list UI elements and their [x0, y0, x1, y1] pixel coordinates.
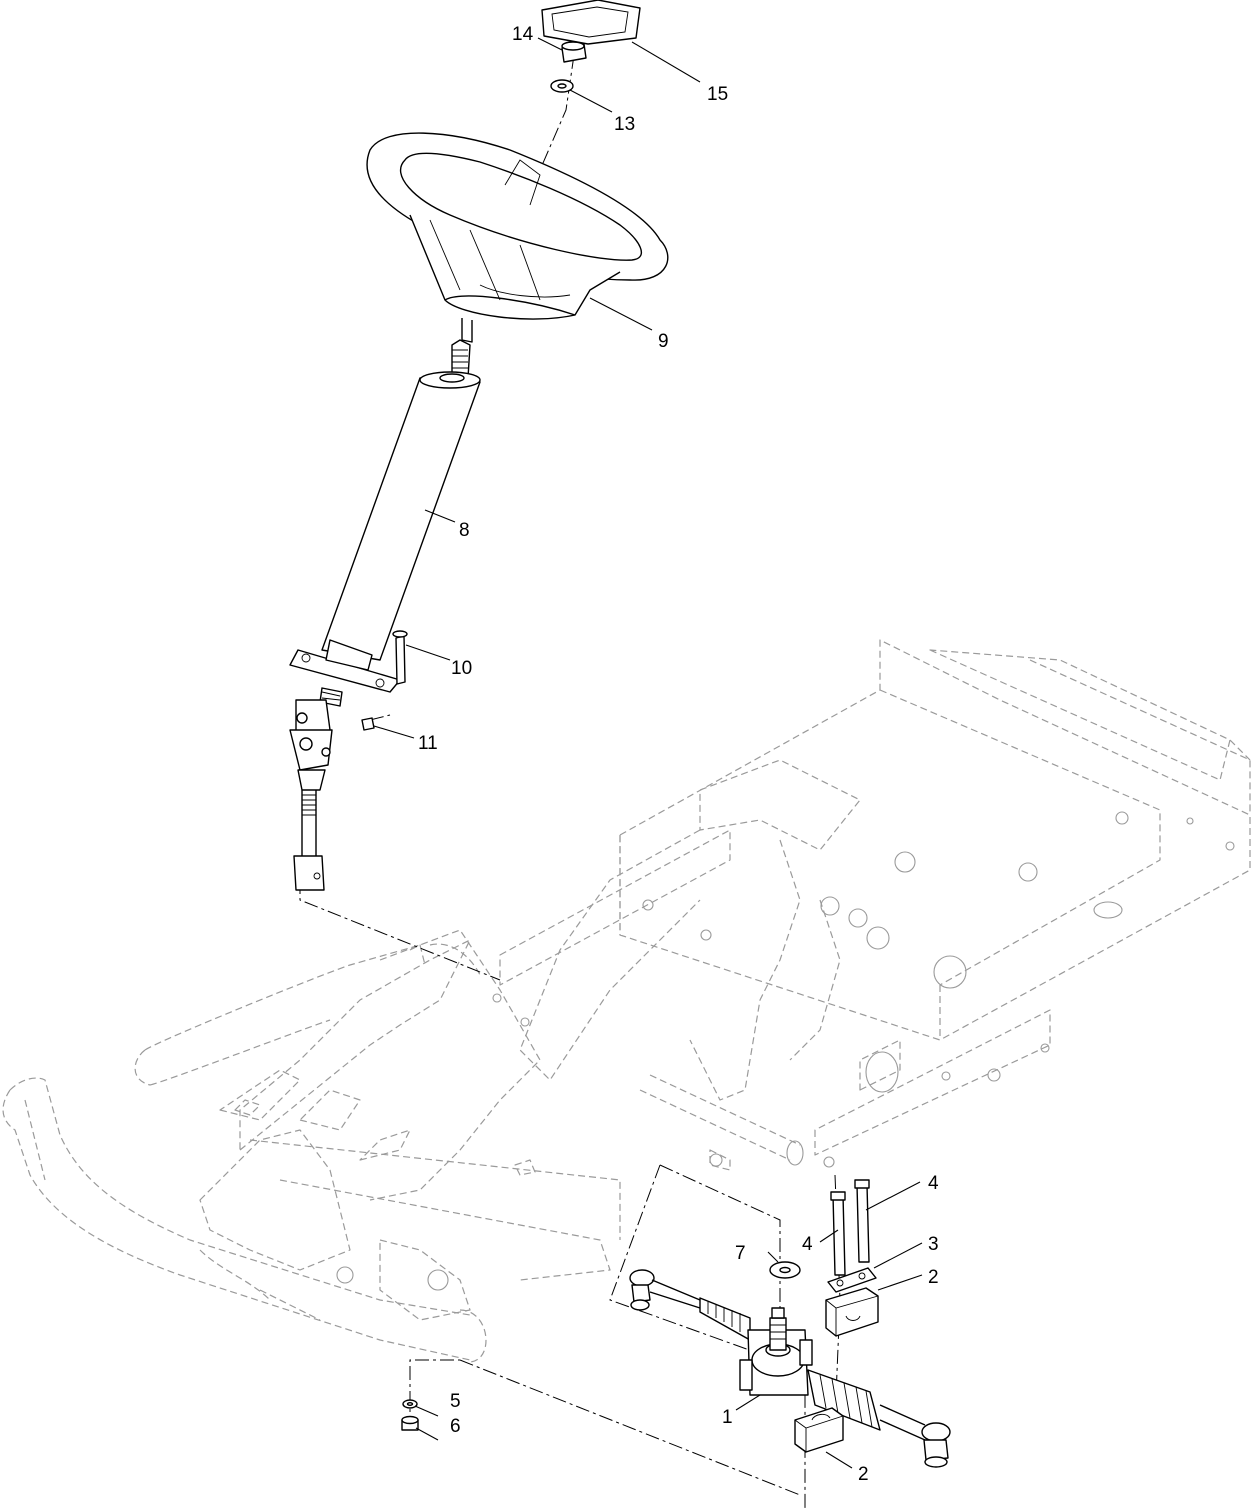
callout-15: 15: [707, 84, 728, 105]
universal-joint: [289, 699, 333, 891]
steering-wheel-washer: [550, 79, 574, 93]
callout-1: 1: [722, 1407, 733, 1428]
callout-3: 3: [928, 1234, 939, 1255]
clamp-block-upper: [825, 1287, 879, 1337]
frame-washer: [402, 1399, 418, 1409]
steering-rack-assembly: [629, 1269, 951, 1468]
clamp-plate: [827, 1267, 877, 1293]
column-mount-nut: [361, 717, 375, 731]
callout-4-left: 4: [802, 1234, 813, 1255]
callout-9: 9: [658, 331, 669, 352]
steering-wheel-nut: [561, 41, 587, 63]
callout-5: 5: [450, 1391, 461, 1412]
steering-column-tube: [289, 339, 481, 707]
steering-wheel: [366, 132, 669, 343]
column-mount-bolt: [392, 630, 408, 685]
clamp-bolts: [830, 1179, 870, 1276]
callout-10: 10: [451, 658, 472, 679]
rack-washer: [769, 1261, 801, 1279]
chassis-frame-outline: [2, 639, 1251, 1363]
callout-2-lower: 2: [858, 1464, 869, 1485]
callout-7: 7: [735, 1243, 746, 1264]
callout-14: 14: [512, 24, 534, 45]
frame-nut: [401, 1415, 419, 1431]
callout-2-upper: 2: [928, 1267, 939, 1288]
callout-8: 8: [459, 520, 470, 541]
callout-6: 6: [450, 1416, 461, 1437]
callout-labels: 14 15 13 9 8 10 11 4 4 3 2 7 5 6 1 2: [418, 24, 939, 1485]
callout-4-right: 4: [928, 1173, 939, 1194]
callout-11: 11: [418, 733, 438, 754]
callout-13: 13: [614, 114, 635, 135]
clamp-block-lower: [794, 1407, 844, 1453]
callout-leader-lines: [373, 37, 923, 1469]
steering-wheel-emblem: [541, 0, 641, 45]
